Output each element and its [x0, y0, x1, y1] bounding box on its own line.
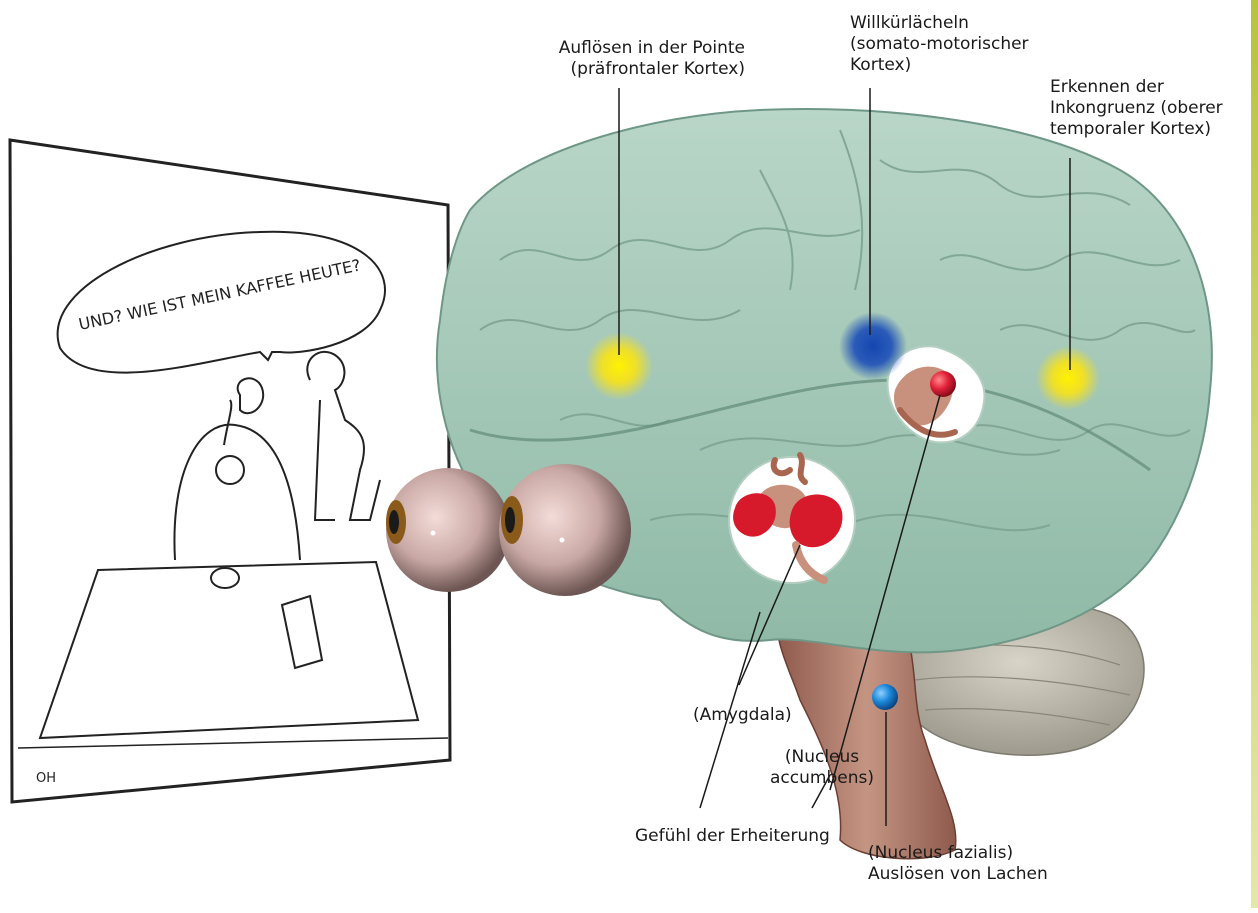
label-nucleus-fazialis: (Nucleus fazialis) Auslösen von Lachen: [868, 843, 1098, 885]
label-temporal: Erkennen der Inkongruenz (oberer tempora…: [1050, 77, 1250, 140]
nucleus-fazialis-marker: [872, 684, 898, 710]
label-prefrontal: Auflösen in der Pointe (präfrontaler Kor…: [505, 38, 745, 80]
cartoon-panel: UND? WIE IST MEIN KAFFEE HEUTE? OH: [10, 140, 450, 802]
label-nucleus-accumbens: (Nucleus accumbens): [762, 747, 882, 789]
cartoon-signature: OH: [36, 771, 56, 786]
edge-strip: [1251, 0, 1258, 908]
label-amygdala: (Amygdala): [693, 705, 813, 726]
label-erheiterung: Gefühl der Erheiterung: [635, 826, 875, 847]
temporal-marker: [1036, 346, 1100, 410]
somato-motor-marker: [839, 312, 907, 380]
label-somato-motor: Willkürlächeln (somato-motorischer Korte…: [850, 13, 1070, 76]
nucleus-accumbens-marker: [930, 371, 956, 397]
